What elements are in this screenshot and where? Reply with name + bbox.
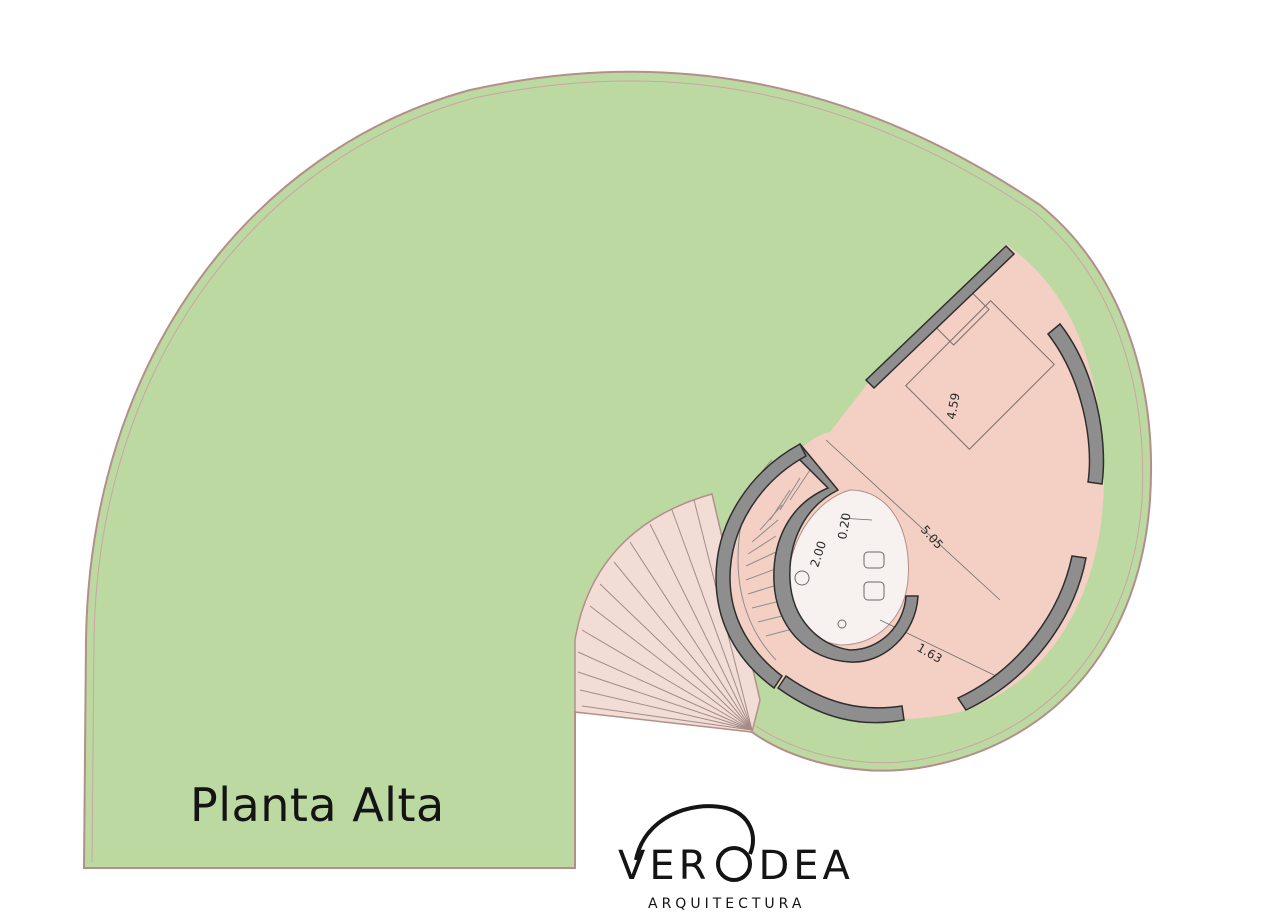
brand-right: DEA (758, 843, 854, 889)
shower-drain-icon (794, 570, 810, 586)
garden-edge-inner (91, 80, 1144, 863)
logo-swirl-icon (634, 804, 755, 861)
bidet-icon (863, 581, 885, 601)
toilet-icon (863, 551, 885, 569)
brand-logo: VER DEA (618, 846, 854, 886)
outdoor-stair (574, 493, 761, 733)
brand-left: VER (618, 843, 711, 889)
logo-spiral-icon (716, 846, 753, 882)
dimension-label-4: 0.20 (835, 512, 853, 541)
dimension-label-1: 4.59 (944, 392, 962, 421)
plan-title: Planta Alta (190, 778, 445, 832)
sink-icon (837, 619, 847, 629)
brand-subtitle: ARQUITECTURA (648, 896, 806, 912)
bath-floor (787, 489, 909, 646)
walls (715, 244, 1105, 724)
